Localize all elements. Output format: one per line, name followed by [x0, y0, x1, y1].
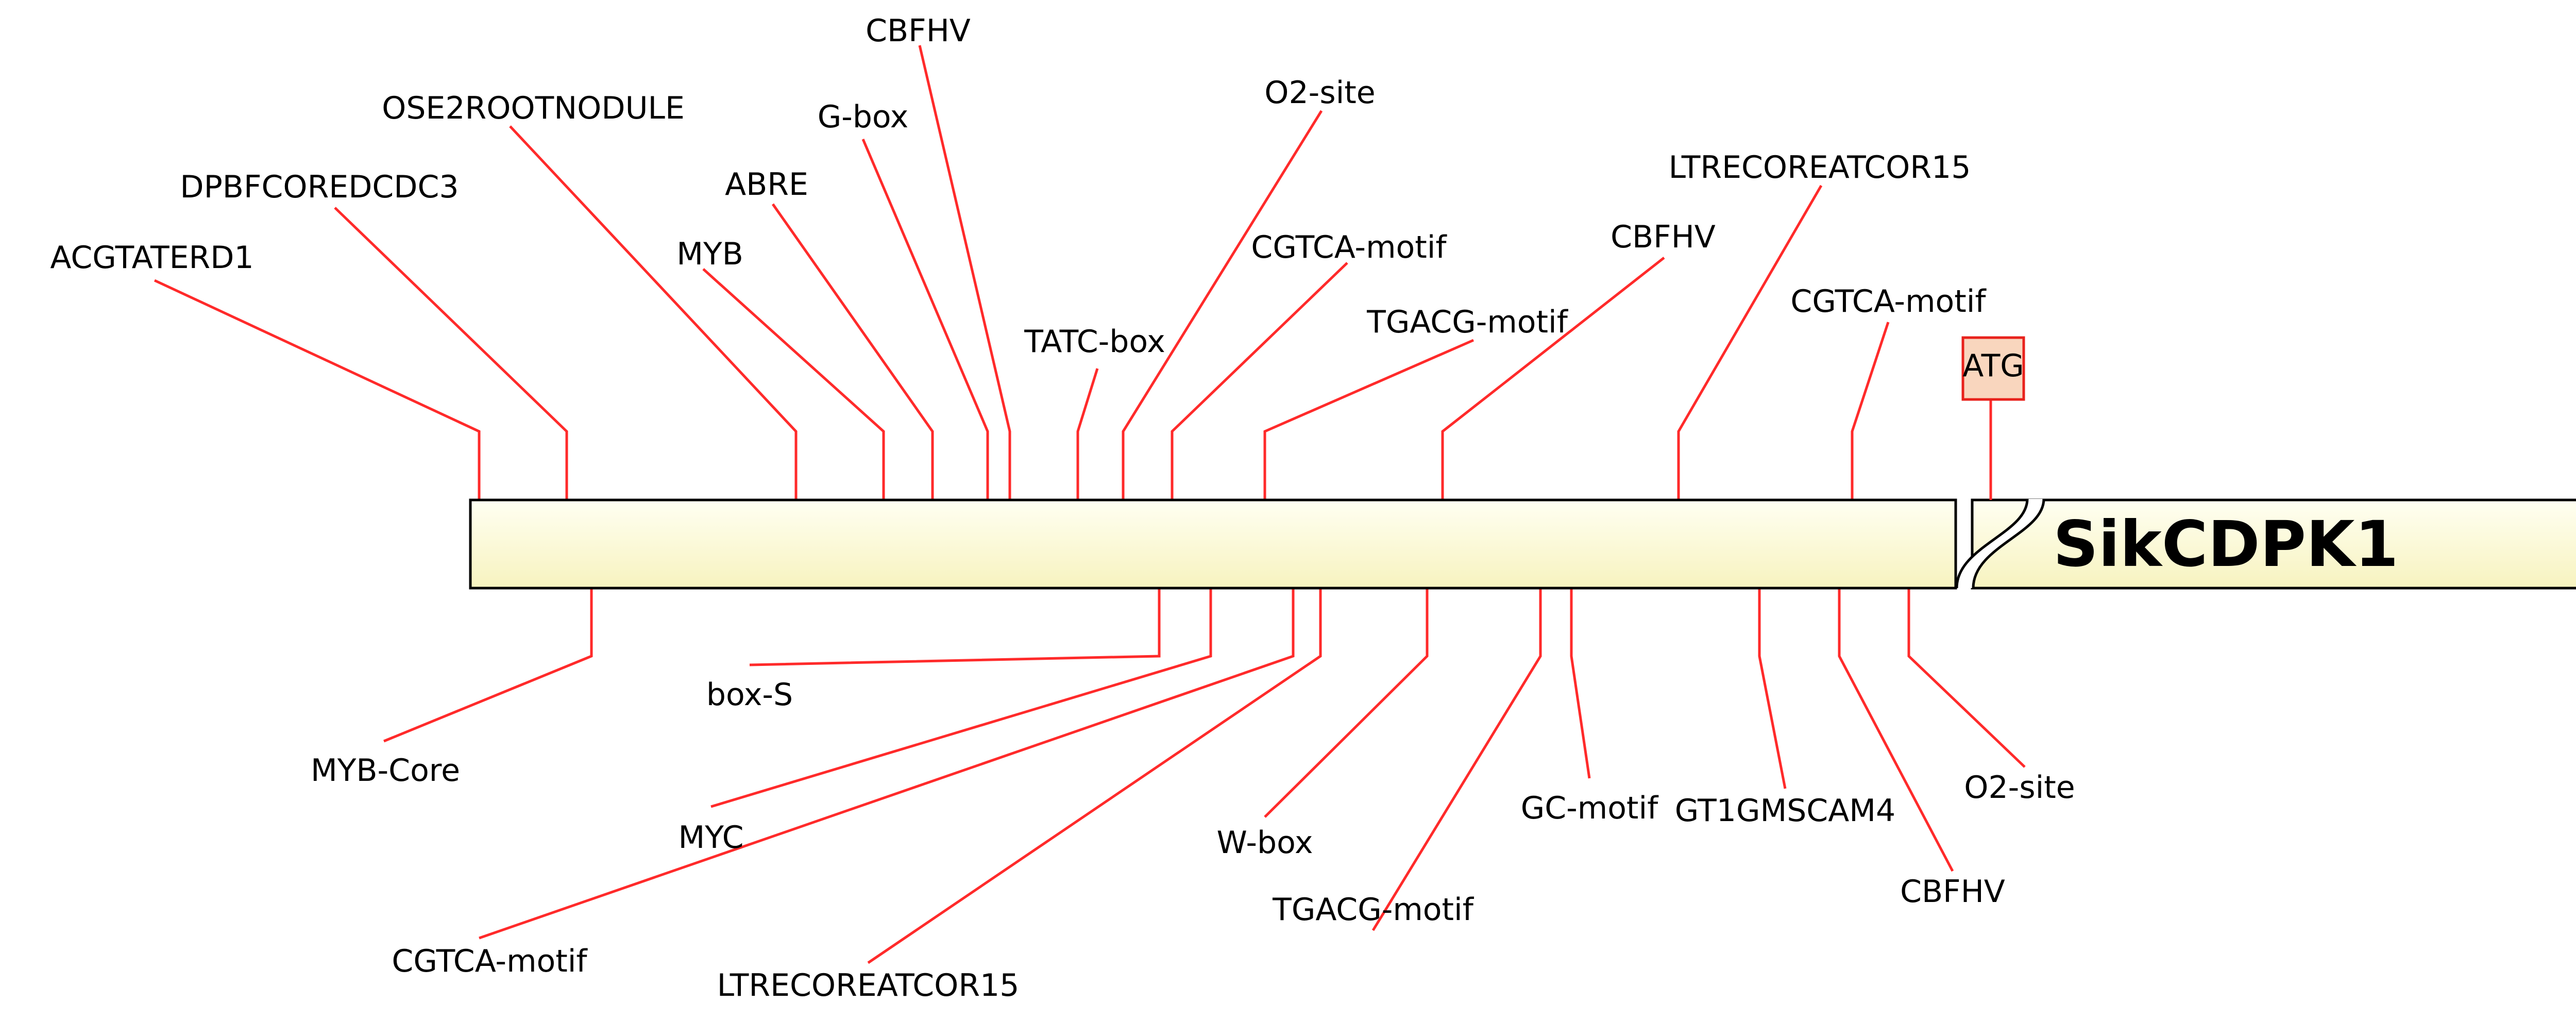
upper-element-label: CGTCA-motif: [1790, 283, 1987, 320]
lower-leader-line: [710, 588, 1212, 808]
upper-leader-line: [1076, 368, 1099, 500]
lower-leader-line: [1758, 588, 1787, 789]
lower-element-label: CGTCA-motif: [392, 943, 588, 979]
lower-element-label: O2-site: [1964, 770, 2075, 806]
lower-leader-line: [479, 588, 1295, 940]
gene-bar: [1971, 498, 2576, 590]
gene-name: SikCDPK1: [2053, 508, 2398, 581]
lower-leader-line: [749, 588, 1161, 666]
upper-element-label: CBFHV: [866, 13, 971, 49]
upper-element-label: LTRECOREATCOR15: [1669, 149, 1971, 186]
leaders-below: [383, 588, 2026, 964]
upper-element-label: TATC-box: [1024, 324, 1165, 360]
lower-element-label: LTRECOREATCOR15: [717, 967, 1020, 1004]
lower-leader-line: [1838, 588, 1954, 872]
lower-element-label: CBFHV: [1900, 874, 2005, 910]
upper-leader-line: [334, 207, 568, 500]
break-line-left: [1955, 498, 2029, 589]
lower-leader-line: [1570, 588, 1591, 779]
break-symbol: [1957, 499, 2044, 588]
lower-element-label: MYC: [678, 820, 743, 856]
lower-element-label: GT1GMSCAM4: [1675, 793, 1895, 829]
upper-leader-line: [1122, 110, 1323, 500]
upper-element-label: OSE2ROOTNODULE: [382, 90, 685, 126]
upper-leader-line: [509, 125, 798, 500]
upper-leader-line: [702, 268, 885, 500]
lower-element-label: GC-motif: [1521, 790, 1659, 826]
upper-element-label: ABRE: [725, 166, 808, 203]
upper-element-label: O2-site: [1264, 75, 1375, 111]
lower-leader-line: [1264, 588, 1429, 818]
lower-element-label: W-box: [1216, 825, 1313, 861]
upper-leader-line: [771, 203, 934, 500]
upper-leader-line: [918, 45, 1011, 500]
upper-leader-line: [1441, 257, 1665, 500]
upper-element-label: DPBFCOREDCDC3: [180, 169, 459, 205]
lower-leader-line: [867, 588, 1322, 964]
upper-element-label: CGTCA-motif: [1251, 229, 1447, 265]
upper-element-label: CBFHV: [1611, 219, 1716, 255]
atg-box: [1961, 336, 2025, 401]
promoter-bar: [469, 498, 1957, 590]
start-codon-label: ATG: [1962, 348, 2024, 384]
upper-element-label: MYB: [676, 236, 743, 272]
upper-leader-line: [1171, 262, 1348, 500]
upper-element-label: ACGTATERD1: [50, 240, 253, 276]
lower-element-label: box-S: [706, 677, 793, 713]
upper-leader-line: [1677, 185, 1823, 500]
lower-element-label: TGACG-motif: [1272, 892, 1475, 928]
break-line-right: [1972, 498, 2045, 589]
lower-leader-line: [1371, 588, 1542, 931]
labels-below: MYB-Core box-S MYC CGTCA-motifLTRECOREATCOR…: [311, 677, 2075, 1004]
upper-leader-line: [154, 279, 481, 500]
upper-leader-line: [1263, 339, 1475, 500]
lower-leader-line: [1907, 588, 2026, 768]
lower-leader-line: [383, 588, 593, 743]
upper-leader-line: [1851, 322, 1890, 500]
upper-element-label: TGACG-motif: [1366, 304, 1569, 340]
upper-element-label: G-box: [818, 99, 909, 135]
upper-leader-line: [861, 139, 989, 500]
labels-above: ACGTATERD1 DPBFCOREDCDC3 OSE2ROOTNODULE MYB…: [50, 13, 1987, 360]
leaders-above: [154, 45, 1890, 500]
lower-element-label: MYB-Core: [311, 753, 460, 789]
